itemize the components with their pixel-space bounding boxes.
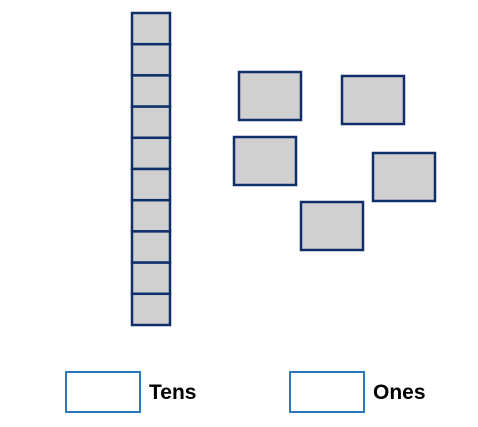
tens-rod-cell [130,230,172,264]
tens-rod-cell [130,198,172,233]
tens-rod-cell [130,292,172,327]
ones-block [232,135,298,187]
tens-rod [130,11,172,327]
ones-block [340,74,406,126]
tens-rod-cell [130,261,172,296]
tens-rod-cell [130,136,172,171]
ones-blocks [232,70,437,252]
tens-rod-cell [130,11,172,46]
ones-block [371,151,437,203]
ones-block [237,70,303,122]
tens-rod-cell [130,167,172,202]
ones-block [299,200,365,252]
ones-answer-box[interactable] [289,371,365,413]
tens-rod-cell [130,105,172,140]
tens-answer-box[interactable] [65,371,141,413]
tens-rod-cell [130,74,172,108]
tens-label: Tens [149,381,197,404]
tens-rod-cell [130,42,172,77]
ones-label: Ones [373,381,426,404]
